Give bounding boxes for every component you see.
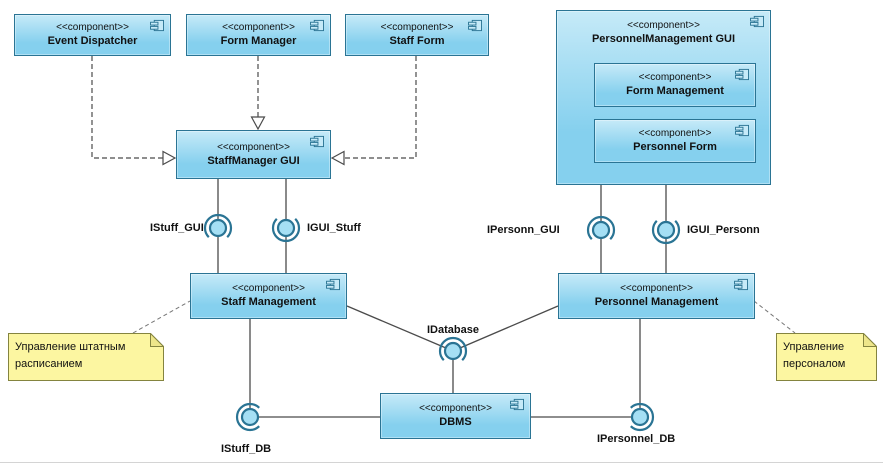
component-label: Form Management [626, 85, 724, 97]
component-icon [735, 68, 749, 81]
component-icon [326, 278, 340, 291]
component-label: Event Dispatcher [47, 35, 138, 47]
component-icon [510, 398, 524, 411]
dependency-staff-form-staffmanager-gui[interactable] [344, 56, 417, 159]
component-label: StaffManager GUI [207, 154, 300, 167]
stereotype-label: <<component>> [56, 22, 129, 33]
stereotype-label: <<component>> [222, 22, 295, 33]
stereotype-label: <<component>> [638, 128, 712, 139]
interface-socket-istuff-db [235, 402, 260, 432]
component-staff-management[interactable]: <<component>> Staff Management [190, 273, 347, 319]
interface-label-ipersonnel-db: IPersonnel_DB [597, 433, 676, 445]
interface-label-igui-stuff: IGUI_Stuff [307, 222, 361, 234]
note-personnel-management[interactable]: Управление персоналом [776, 333, 877, 381]
component-personnelmanagement-gui[interactable]: <<component>> PersonnelManagement GUI <<… [556, 10, 771, 185]
component-icon [150, 19, 165, 32]
interface-ball-ipersonnel-db[interactable] [630, 407, 650, 427]
interface-socket-igui-personn [651, 220, 681, 245]
component-dbms[interactable]: <<component>> DBMS [380, 393, 531, 439]
note-link-personnel-management[interactable] [753, 300, 796, 334]
interface-ball-igui-personn[interactable] [656, 220, 676, 240]
connector-personnel-management-dbms[interactable] [531, 319, 641, 418]
stereotype-label: <<component>> [620, 283, 693, 294]
dependency-arrowhead-icon [330, 150, 345, 166]
note-fold-icon [150, 333, 164, 347]
interface-ball-ipersonn-gui[interactable] [591, 220, 611, 240]
interface-label-istuff-gui: IStuff_GUI [150, 222, 204, 234]
note-shape [776, 333, 877, 381]
dependency-arrowhead-icon [250, 116, 266, 131]
interface-label-igui-personn: IGUI_Personn [687, 224, 760, 236]
interface-ball-istuff-gui[interactable] [208, 218, 228, 238]
component-icon [310, 19, 324, 32]
dependency-event-dispatcher-staffmanager-gui[interactable] [91, 56, 163, 159]
component-event-dispatcher[interactable]: <<component>> Event Dispatcher [14, 14, 171, 56]
note-link-staff-management[interactable] [132, 300, 191, 334]
component-icon [310, 135, 324, 148]
note-text: Управление штатным расписанием [15, 341, 126, 370]
stereotype-label: <<component>> [638, 72, 712, 83]
note-text: Управление персоналом [783, 341, 846, 370]
interface-socket-idatabase [438, 336, 468, 361]
component-label: DBMS [439, 416, 472, 428]
stereotype-label: <<component>> [419, 403, 492, 414]
component-icon [750, 15, 764, 28]
interface-label-istuff-db: IStuff_DB [221, 443, 272, 455]
stereotype-label: <<component>> [380, 22, 454, 33]
interface-label-idatabase: IDatabase [427, 324, 479, 336]
note-shape [8, 333, 164, 381]
interface-socket-ipersonn-gui [586, 215, 616, 240]
interface-ball-idatabase[interactable] [443, 341, 463, 361]
component-icon [735, 124, 749, 137]
component-label: Form Manager [220, 35, 297, 47]
stereotype-label: <<component>> [627, 20, 700, 31]
component-label: Staff Form [389, 35, 445, 47]
component-form-management[interactable]: <<component>> Form Management [594, 63, 756, 107]
note-fold-icon [863, 333, 877, 347]
component-staffmanager-gui[interactable]: <<component>> StaffManager GUI [176, 130, 331, 179]
component-personnel-management[interactable]: <<component>> Personnel Management [558, 273, 755, 319]
component-icon [734, 278, 748, 291]
component-label: Personnel Form [633, 141, 717, 153]
connector-staff-management-dbms[interactable] [249, 319, 380, 418]
interface-ball-istuff-db[interactable] [240, 407, 260, 427]
interface-socket-istuff-gui [203, 213, 233, 238]
stereotype-label: <<component>> [217, 141, 290, 153]
component-label: Staff Management [221, 296, 316, 308]
interface-ball-igui-stuff[interactable] [276, 218, 296, 238]
stereotype-label: <<component>> [232, 283, 305, 294]
component-label: Personnel Management [594, 296, 719, 308]
component-form-manager[interactable]: <<component>> Form Manager [186, 14, 331, 56]
component-staff-form[interactable]: <<component>> Staff Form [345, 14, 489, 56]
interface-label-ipersonn-gui: IPersonn_GUI [487, 224, 560, 236]
dependency-arrowhead-icon [162, 150, 177, 166]
component-icon [468, 19, 482, 32]
note-staff-management[interactable]: Управление штатным расписанием [8, 333, 164, 381]
component-label: PersonnelManagement GUI [591, 33, 736, 45]
interface-socket-igui-stuff [271, 218, 301, 243]
interface-socket-ipersonnel-db [630, 402, 655, 432]
component-personnel-form[interactable]: <<component>> Personnel Form [594, 119, 756, 163]
